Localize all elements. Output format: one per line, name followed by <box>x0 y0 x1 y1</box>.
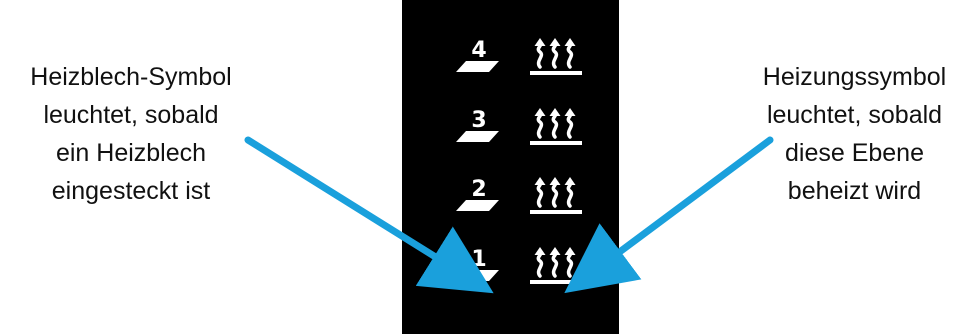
annotation-line: Heizungssymbol <box>762 63 947 91</box>
heating-tray-icon <box>456 131 499 142</box>
annotation-line: leuchtet, sobald <box>766 101 943 129</box>
heating-icon <box>530 247 582 284</box>
heating-tray-icon <box>456 270 499 281</box>
heating-icon <box>530 177 582 214</box>
heating-tray-icon <box>456 61 499 72</box>
tray-symbol-annotation: Heizblech-Symbol leuchtet, sobald ein He… <box>0 58 262 210</box>
level-number: 1 <box>471 247 486 272</box>
level-row: 1 <box>456 247 582 284</box>
level-row: 3 <box>456 108 582 145</box>
heating-symbol-annotation: Heizungssymbol leuchtet, sobald diese Eb… <box>735 58 974 210</box>
annotation-line: Heizblech-Symbol <box>30 63 232 91</box>
level-row: 2 <box>456 177 582 214</box>
pointer-arrow-right <box>564 136 774 294</box>
level-row: 4 <box>456 38 582 75</box>
annotation-line: diese Ebene <box>784 139 924 167</box>
heating-icon <box>530 108 582 145</box>
heating-tray-icon <box>456 200 499 211</box>
annotation-line: ein Heizblech <box>55 139 207 167</box>
level-number: 2 <box>471 177 486 202</box>
level-number: 4 <box>471 38 486 63</box>
annotation-line: beheizt wird <box>787 177 922 205</box>
heating-icon <box>530 38 582 75</box>
annotation-line: leuchtet, sobald <box>43 101 219 129</box>
annotation-line: eingesteckt ist <box>51 177 211 205</box>
pointer-arrow-left <box>244 136 494 294</box>
level-number: 3 <box>471 108 486 133</box>
